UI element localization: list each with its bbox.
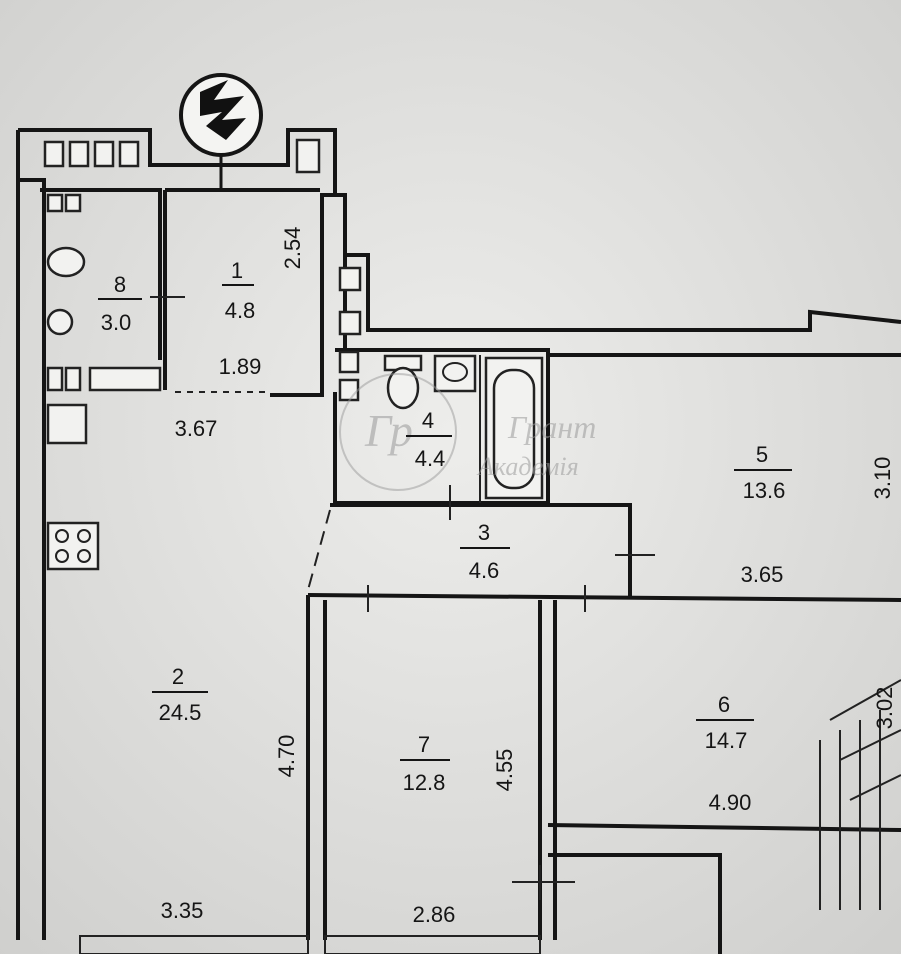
dimension-4-55: 4.55 [492, 749, 517, 792]
dimension-ticks [150, 296, 655, 900]
room-6-area: 14.7 [705, 728, 748, 753]
svg-text:Грант: Грант [507, 409, 596, 445]
dimension-1-89: 1.89 [219, 354, 262, 379]
watermark: Гр Грант Академія [339, 373, 596, 491]
room-5-number: 5 [756, 442, 768, 467]
dimension-3-35: 3.35 [161, 898, 204, 923]
room-2-area: 24.5 [159, 700, 202, 725]
room-1-area: 4.8 [225, 298, 256, 323]
dimension-4-70: 4.70 [274, 735, 299, 778]
dimension-3-02: 3.02 [872, 687, 897, 730]
dimension-3-67: 3.67 [175, 416, 218, 441]
room-3-number: 3 [478, 520, 490, 545]
toilet-icon [383, 354, 423, 410]
room-4-number: 4 [422, 408, 434, 433]
svg-text:Гр: Гр [364, 405, 413, 456]
room-4-area: 4.4 [415, 446, 446, 471]
room-7-area: 12.8 [403, 770, 446, 795]
fixtures [43, 138, 544, 571]
room-labels: 1 4.8 2 24.5 3 4.6 4 4.4 5 13.6 6 14.7 7… [98, 258, 792, 795]
dimension-2-86: 2.86 [413, 902, 456, 927]
room-3-area: 4.6 [469, 558, 500, 583]
room-8-area: 3.0 [101, 310, 132, 335]
bathtub-icon [484, 356, 544, 500]
room-1-number: 1 [231, 258, 243, 283]
svg-text:Академія: Академія [476, 452, 579, 481]
stove-icon [46, 521, 100, 571]
room-5-area: 13.6 [743, 478, 786, 503]
dimension-2-54: 2.54 [280, 227, 305, 270]
room-7-number: 7 [418, 732, 430, 757]
room-6-number: 6 [718, 692, 730, 717]
dimension-3-10: 3.10 [870, 457, 895, 500]
dimension-3-65: 3.65 [741, 562, 784, 587]
compass-icon [179, 73, 263, 190]
dimension-labels: 2.54 1.89 3.67 3.10 3.65 4.70 4.55 3.35 … [161, 227, 897, 927]
sink-icon [433, 354, 477, 393]
room-2-number: 2 [172, 664, 184, 689]
dimension-4-90: 4.90 [709, 790, 752, 815]
room-8-number: 8 [114, 272, 126, 297]
